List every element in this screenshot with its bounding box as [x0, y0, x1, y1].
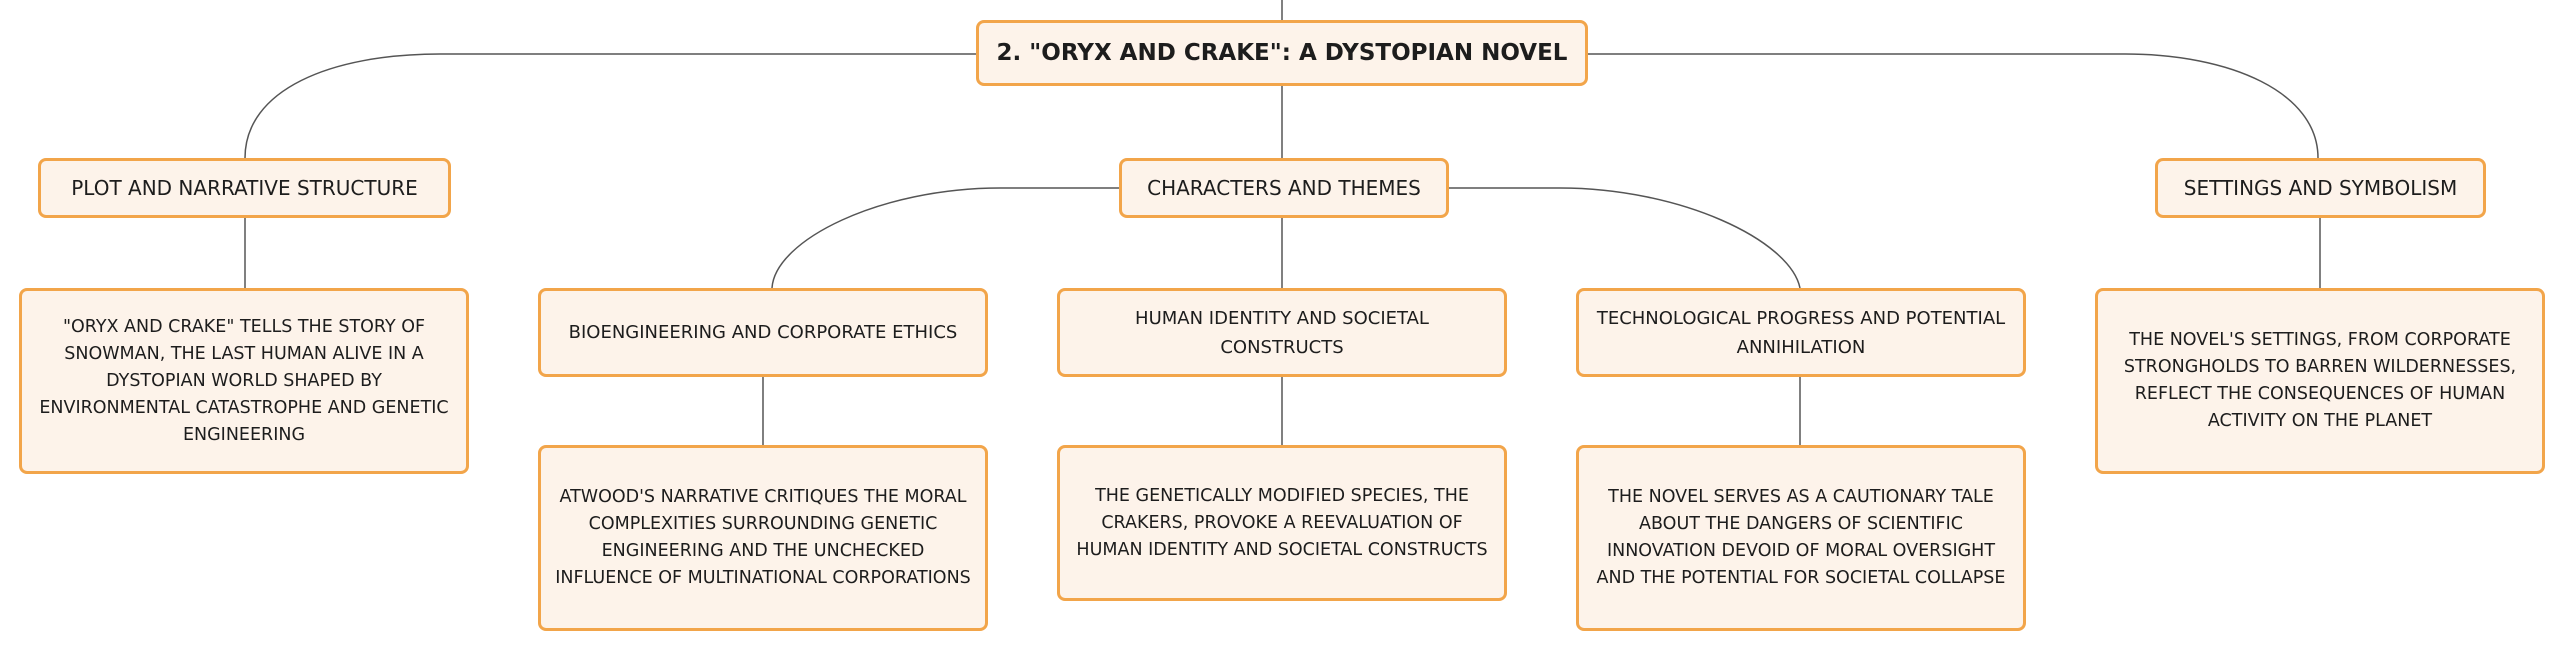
leaf-plot-node[interactable]: "ORYX AND CRAKE" TELLS THE STORY OF SNOW… — [19, 288, 469, 474]
subtopic-bio-title: BIOENGINEERING AND CORPORATE ETHICS — [568, 322, 958, 343]
leaf-human-node[interactable]: THE GENETICALLY MODIFIED SPECIES, THE CR… — [1057, 445, 1507, 601]
connector-root-plot — [244, 53, 976, 159]
branch-plot-node[interactable]: PLOT AND NARRATIVE STRUCTURE — [38, 158, 451, 218]
connector-characters-tech — [1445, 187, 1801, 289]
subtopic-bio-node[interactable]: BIOENGINEERING AND CORPORATE ETHICS — [538, 288, 988, 377]
branch-plot-title: PLOT AND NARRATIVE STRUCTURE — [71, 176, 418, 200]
root-title: 2. "ORYX AND CRAKE": A DYSTOPIAN NOVEL — [996, 40, 1568, 66]
leaf-tech-text: THE NOVEL SERVES AS A CAUTIONARY TALE AB… — [1596, 487, 2006, 588]
leaf-human-text: THE GENETICALLY MODIFIED SPECIES, THE CR… — [1076, 485, 1488, 560]
subtopic-tech-title: TECHNOLOGICAL PROGRESS AND POTENTIAL ANN… — [1596, 307, 2006, 358]
branch-characters-title: CHARACTERS AND THEMES — [1147, 176, 1421, 200]
branch-characters-node[interactable]: CHARACTERS AND THEMES — [1119, 158, 1449, 218]
leaf-plot-text: "ORYX AND CRAKE" TELLS THE STORY OF SNOW… — [39, 316, 449, 445]
connector-characters-bio — [771, 187, 1119, 289]
branch-settings-title: SETTINGS AND SYMBOLISM — [2183, 176, 2458, 200]
branch-settings-node[interactable]: SETTINGS AND SYMBOLISM — [2155, 158, 2486, 218]
root-node[interactable]: 2. "ORYX AND CRAKE": A DYSTOPIAN NOVEL — [976, 20, 1588, 86]
leaf-tech-node[interactable]: THE NOVEL SERVES AS A CAUTIONARY TALE AB… — [1576, 445, 2026, 631]
subtopic-tech-node[interactable]: TECHNOLOGICAL PROGRESS AND POTENTIAL ANN… — [1576, 288, 2026, 377]
leaf-bio-node[interactable]: ATWOOD'S NARRATIVE CRITIQUES THE MORAL C… — [538, 445, 988, 631]
subtopic-human-title: HUMAN IDENTITY AND SOCIETAL CONSTRUCTS — [1135, 307, 1429, 358]
leaf-settings-node[interactable]: THE NOVEL'S SETTINGS, FROM CORPORATE STR… — [2095, 288, 2545, 474]
connector-root-settings — [1588, 53, 2319, 159]
leaf-bio-text: ATWOOD'S NARRATIVE CRITIQUES THE MORAL C… — [555, 487, 971, 588]
subtopic-human-node[interactable]: HUMAN IDENTITY AND SOCIETAL CONSTRUCTS — [1057, 288, 1507, 377]
leaf-settings-text: THE NOVEL'S SETTINGS, FROM CORPORATE STR… — [2123, 330, 2517, 431]
